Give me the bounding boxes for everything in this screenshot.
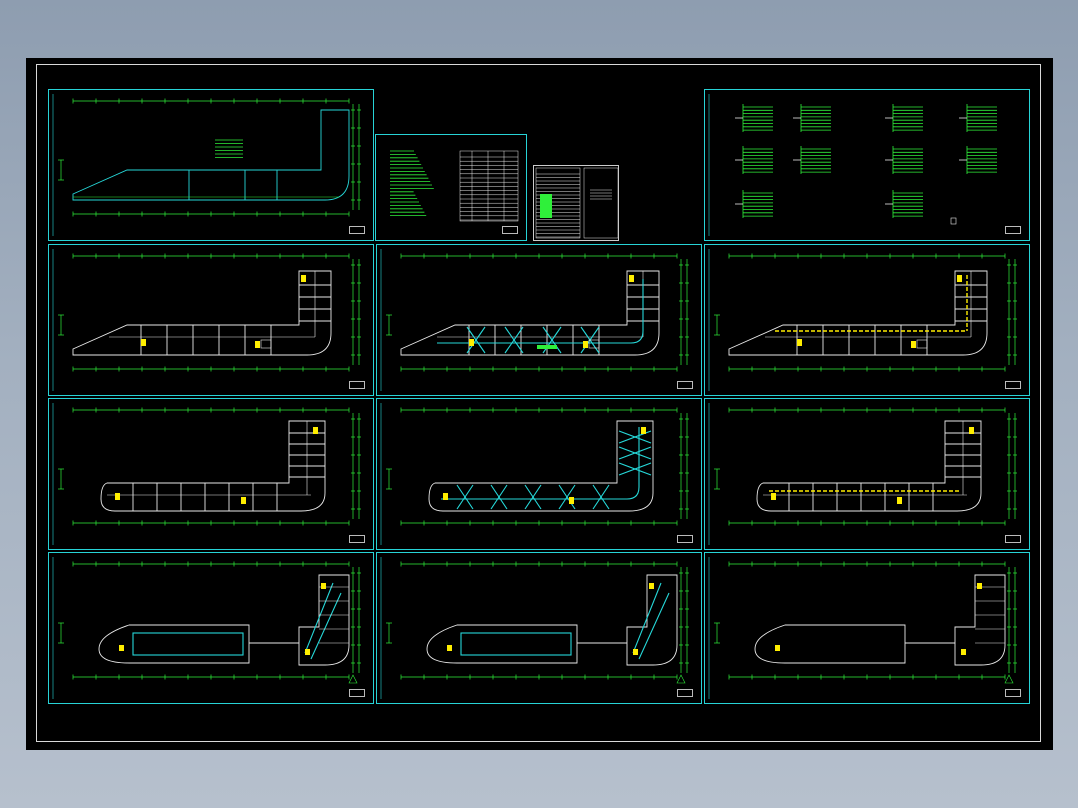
dimension-lines xyxy=(714,407,1017,526)
dimension-lines xyxy=(386,253,689,372)
dimension-lines xyxy=(386,561,689,680)
roof-notes xyxy=(215,139,243,158)
duct-runs xyxy=(437,279,644,354)
dimension-lines xyxy=(58,98,361,217)
title-block-stamp xyxy=(677,381,693,389)
system-riser-diagrams xyxy=(735,104,997,218)
north-arrow xyxy=(676,674,686,684)
drawing-sheet-duct-plan-a[interactable] xyxy=(376,244,702,396)
drawing-sheet-system-diagram[interactable] xyxy=(704,89,1030,241)
title-block-stamp xyxy=(1005,381,1021,389)
building-outline xyxy=(754,574,1006,666)
sheet-drawing xyxy=(380,557,689,699)
legend-notes xyxy=(590,189,612,200)
drawing-sheet-ground-plan-b[interactable] xyxy=(376,552,702,704)
drawing-sheet-equipment-legend[interactable] xyxy=(533,165,619,241)
title-block-stamp xyxy=(1005,535,1021,543)
dimension-lines xyxy=(714,253,1017,372)
drawing-sheet-border xyxy=(36,64,1041,742)
notes-text-lines xyxy=(390,150,434,216)
building-outline xyxy=(72,109,350,201)
building-outline xyxy=(756,420,982,512)
cad-viewport[interactable] xyxy=(26,58,1053,750)
sheet-drawing xyxy=(708,94,997,236)
sheet-drawing xyxy=(52,249,361,391)
dimension-lines xyxy=(386,407,689,526)
title-block-stamp xyxy=(349,381,365,389)
north-arrow xyxy=(348,674,358,684)
title-block-stamp xyxy=(502,226,518,234)
building-outline xyxy=(428,420,654,512)
north-arrow xyxy=(1004,674,1014,684)
sheet-drawing xyxy=(380,249,689,391)
building-outline xyxy=(98,574,350,666)
drawing-sheet-floor-plan-a[interactable] xyxy=(48,244,374,396)
sheet-drawing xyxy=(390,150,519,222)
sheet-drawing xyxy=(708,557,1017,699)
sheet-drawing xyxy=(535,167,618,239)
drawing-sheet-design-notes[interactable] xyxy=(375,134,527,241)
sheet-drawing xyxy=(708,249,1017,391)
drawing-sheet-floor-plan-b[interactable] xyxy=(48,398,374,550)
duct-runs xyxy=(132,582,342,660)
dimension-lines xyxy=(714,561,1017,680)
title-block-stamp xyxy=(677,689,693,697)
building-outline xyxy=(426,574,678,666)
dimension-lines xyxy=(58,407,361,526)
drawing-sheet-ground-plan-a[interactable] xyxy=(48,552,374,704)
drawing-sheet-ground-plan-c[interactable] xyxy=(704,552,1030,704)
drawing-sheet-pipe-plan-a[interactable] xyxy=(704,244,1030,396)
building-outline xyxy=(100,420,326,512)
title-block-stamp xyxy=(349,689,365,697)
equipment-table xyxy=(459,150,519,222)
dimension-lines xyxy=(58,561,361,680)
building-outline xyxy=(400,270,660,356)
title-block-stamp xyxy=(1005,689,1021,697)
sheet-drawing xyxy=(708,403,1017,545)
drawing-sheet-roof-plan[interactable] xyxy=(48,89,374,241)
sheet-drawing xyxy=(52,94,361,236)
dimension-lines xyxy=(58,253,361,372)
title-block-stamp xyxy=(349,535,365,543)
drawing-sheet-duct-plan-b[interactable] xyxy=(376,398,702,550)
drawing-sheet-pipe-plan-b[interactable] xyxy=(704,398,1030,550)
sheet-drawing xyxy=(52,403,361,545)
title-block-stamp xyxy=(677,535,693,543)
building-outline xyxy=(72,270,332,356)
building-outline xyxy=(728,270,988,356)
title-block-stamp xyxy=(1005,226,1021,234)
duct-runs xyxy=(441,427,652,510)
title-block-stamp xyxy=(349,226,365,234)
duct-runs xyxy=(460,582,670,660)
sheet-drawing xyxy=(52,557,361,699)
sheet-drawing xyxy=(380,403,689,545)
